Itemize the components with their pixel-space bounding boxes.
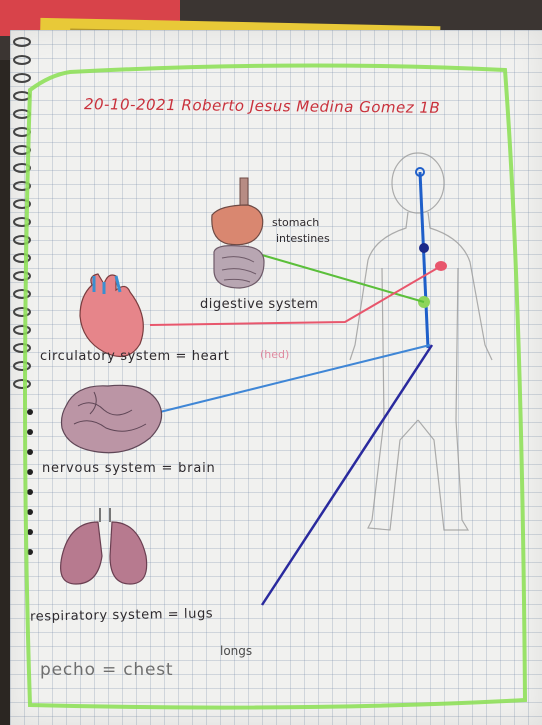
respiratory-system-label: respiratory system = lugs (30, 606, 213, 624)
stomach-icon (212, 178, 263, 245)
lungs-pronunciation-note: longs (220, 644, 252, 658)
circulatory-system-label: circulatory system = heart (40, 349, 229, 364)
nervous-system-label: nervous system = brain (42, 461, 216, 476)
lungs-icon (61, 508, 147, 584)
page-title: 20-10-2021 Roberto Jesus Medina Gomez 1B (84, 95, 440, 117)
brain-icon (62, 385, 162, 452)
intestines-label: intestines (276, 232, 330, 245)
stomach-label: stomach (272, 216, 319, 229)
heart-pronunciation-note: (hed) (260, 348, 289, 361)
respiratory-line (262, 345, 432, 605)
circulatory-line (150, 266, 441, 325)
chest-translation-note: pecho = chest (40, 660, 173, 680)
digestive-system-label: digestive system (200, 297, 318, 312)
digestive-line (262, 255, 424, 302)
spine-line (420, 172, 428, 348)
intestines-icon (214, 246, 264, 288)
heart-icon (80, 274, 143, 357)
navy-dot-icon (419, 243, 429, 253)
